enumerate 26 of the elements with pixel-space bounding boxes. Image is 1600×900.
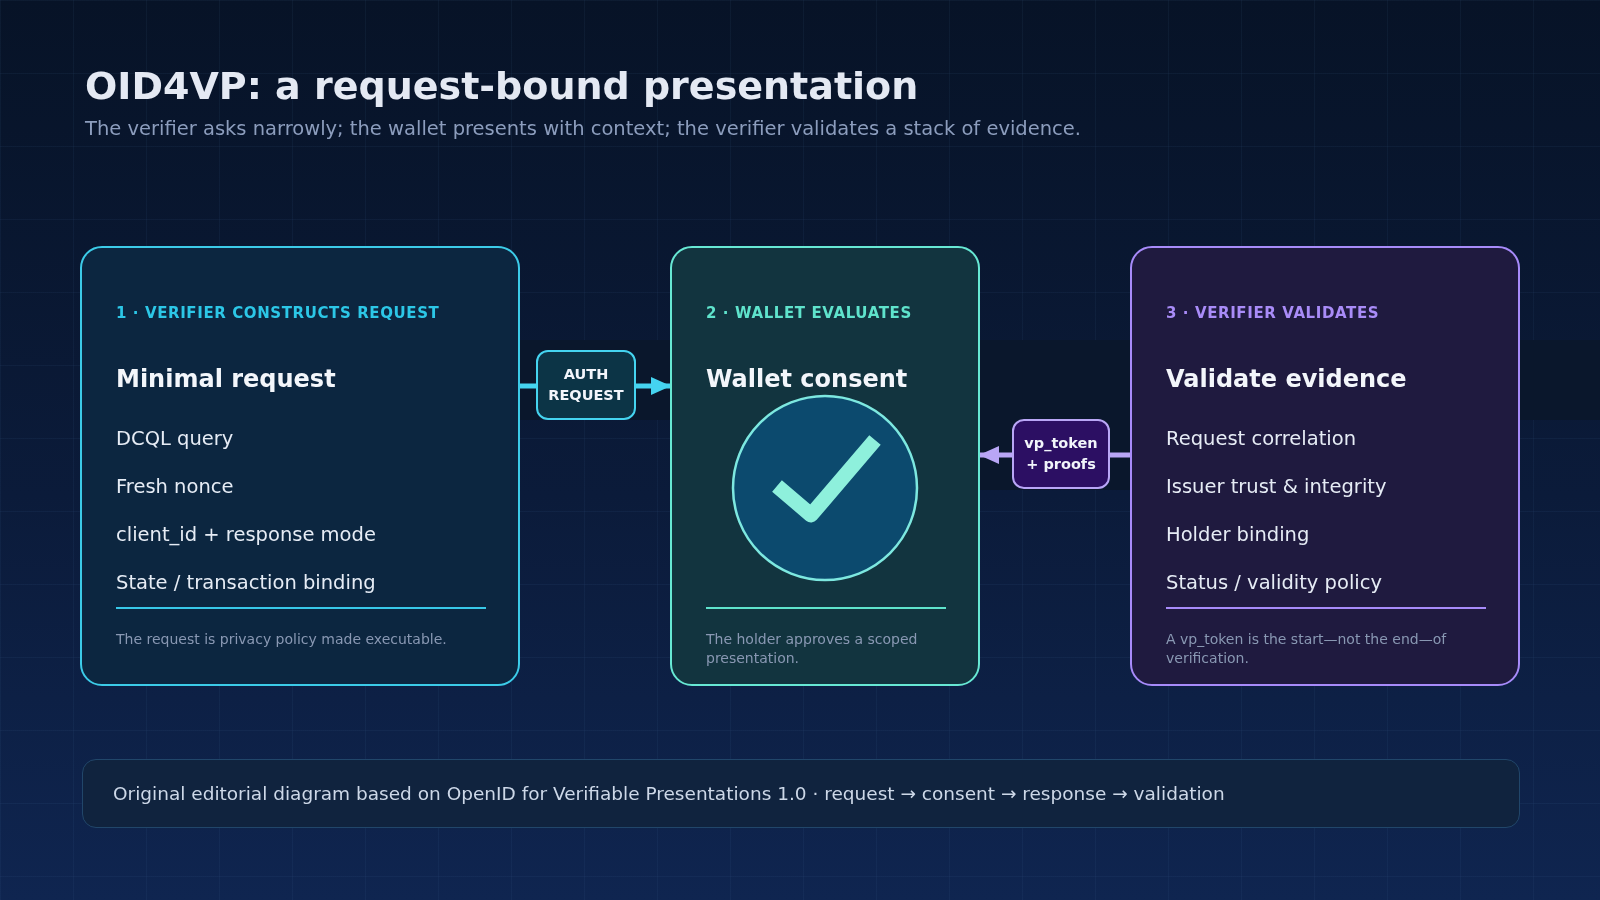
edge-label: vp_token + proofs bbox=[1012, 419, 1110, 489]
step-label: 1 · VERIFIER CONSTRUCTS REQUEST bbox=[116, 303, 441, 323]
footnote-text: Original editorial diagram based on OpenID for Verifiable Presentations 1.0 · request → consent → response → validation bbox=[112, 781, 1225, 806]
card-title: Wallet consent bbox=[706, 364, 909, 394]
card-title: Validate evidence bbox=[1166, 364, 1408, 394]
card-note: The holder approves a scoped presentation. bbox=[706, 630, 919, 668]
step-label: 3 · VERIFIER VALIDATES bbox=[1166, 303, 1381, 323]
list-item: DCQL query bbox=[116, 426, 235, 452]
list-item: State / transaction binding bbox=[116, 570, 377, 596]
card-note: A vp_token is the start—not the end—of verification. bbox=[1166, 630, 1448, 668]
subtitle: The verifier asks narrowly; the wallet presents with context; the verifier validates a stack of evidence. bbox=[85, 116, 1081, 142]
list-item: client_id + response mode bbox=[116, 522, 377, 548]
step-label: 2 · WALLET EVALUATES bbox=[706, 303, 913, 323]
card-title: Minimal request bbox=[116, 364, 337, 394]
step-card bbox=[670, 246, 980, 686]
list-item: Request correlation bbox=[1166, 426, 1358, 452]
list-item: Fresh nonce bbox=[116, 474, 235, 500]
list-item: Issuer trust & integrity bbox=[1166, 474, 1388, 500]
card-note: The request is privacy policy made executable. bbox=[116, 630, 448, 649]
note-panel bbox=[82, 759, 1520, 828]
edge-label: AUTH REQUEST bbox=[536, 350, 636, 420]
list-item: Status / validity policy bbox=[1166, 570, 1383, 596]
list-item: Holder binding bbox=[1166, 522, 1311, 548]
step-card bbox=[1130, 246, 1520, 686]
step-card bbox=[80, 246, 520, 686]
diagram-title: OID4VP: a request-bound presentation bbox=[85, 63, 919, 110]
